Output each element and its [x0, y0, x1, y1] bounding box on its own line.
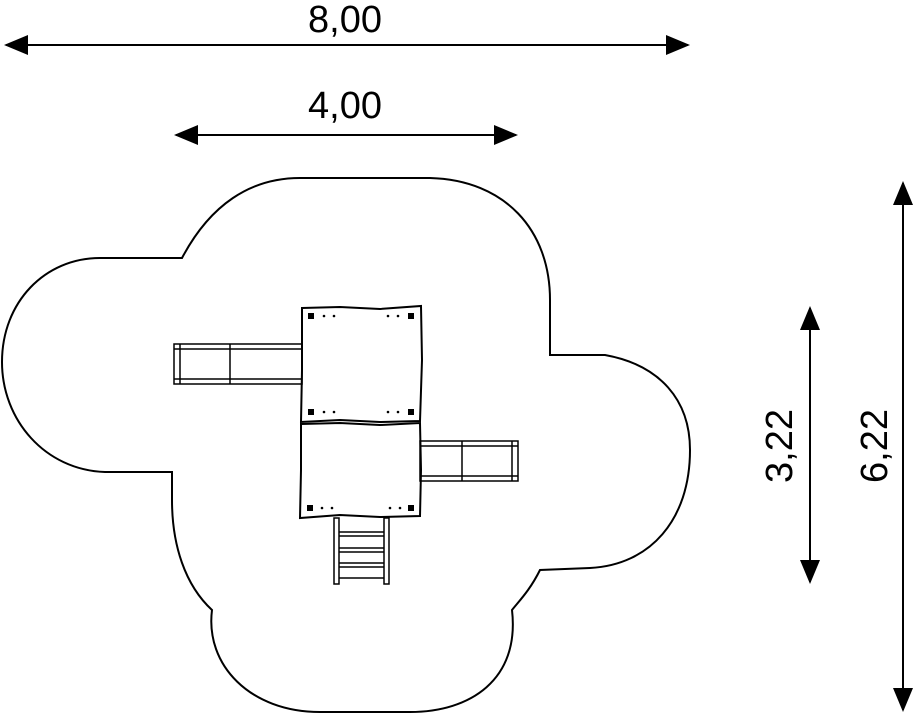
- dimension-label-3-22m: 3,22: [759, 409, 801, 483]
- access-ladder: [333, 517, 390, 585]
- left-slide: [173, 343, 303, 385]
- right-slide: [419, 440, 519, 482]
- dimension-overall-depth: 6,22: [854, 181, 913, 712]
- dimension-label-4m: 4,00: [308, 85, 382, 127]
- dimension-overall-width: 8,00: [4, 0, 690, 55]
- safety-zone-outline: [0, 177, 692, 713]
- dimension-structure-width: 4,00: [174, 85, 518, 145]
- dimension-label-8m: 8,00: [308, 0, 382, 41]
- dimension-label-6-22m: 6,22: [854, 409, 896, 483]
- dimension-structure-depth: 3,22: [759, 306, 820, 584]
- lower-platform: [298, 421, 423, 520]
- upper-platform: [299, 304, 424, 424]
